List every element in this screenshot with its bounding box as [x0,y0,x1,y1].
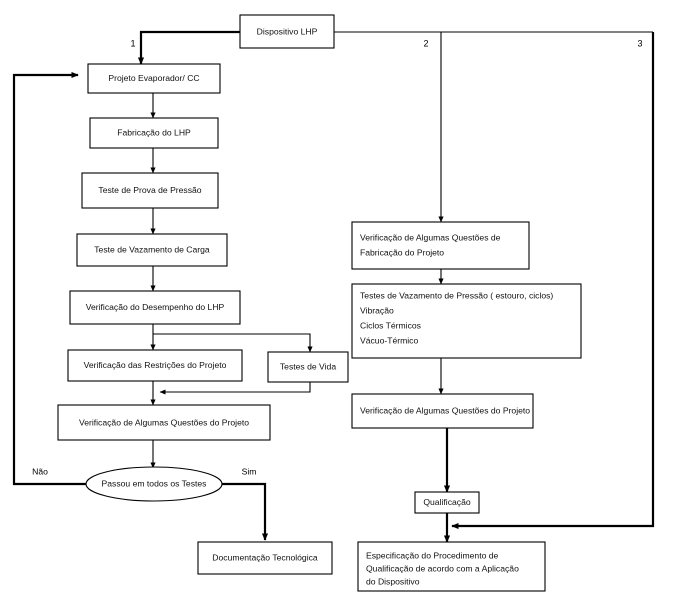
edge-label-sim: Sim [242,466,257,476]
node-decision-passou-testes-label: Passou em todos os Testes [102,478,207,488]
node-fabricacao-lhp[interactable] [89,117,219,149]
edge-desempenho-to-testes-vida [153,333,313,353]
node-documentacao-tecnologica-label: Documentação Tecnológica [212,552,318,562]
branch-number-1: 1 [130,38,135,48]
node-especificacao[interactable] [357,541,546,592]
node-testes-lista-line2: Vibração [360,305,394,315]
node-verificacao-questoes-left-label: Verificação de Algumas Questões do Proje… [79,417,249,427]
edge-branch3-down-left [451,32,655,530]
edge-label-nao: Não [32,466,48,476]
node-verificacao-restricoes-label: Verificação das Restrições do Projeto [84,360,227,370]
node-verificacao-questoes-left[interactable] [57,404,271,441]
edge-sim-to-documentacao [221,482,269,541]
node-projeto-evaporador[interactable] [87,63,221,94]
node-teste-prova-pressao[interactable] [81,172,219,209]
node-testes-lista-line4: Vácuo-Térmico [360,335,418,345]
branch-number-2: 2 [423,38,428,48]
node-teste-prova-pressao-label: Teste de Prova de Pressão [98,185,201,195]
node-testes-vida[interactable] [267,351,349,383]
node-dispositivo-lhp-label: Dispositivo LHP [257,26,318,36]
node-dispositivo-lhp[interactable] [239,14,335,49]
node-especificacao-line2: Qualificação de acordo com a Aplicação [366,563,519,573]
branch-number-3: 3 [637,38,642,48]
node-testes-lista-line3: Ciclos Térmicos [360,320,421,330]
edge-testes-vida-to-junction [159,382,311,395]
node-verificacao-restricoes[interactable] [67,349,243,382]
node-verificacao-desempenho-label: Verificação do Desempenho do LHP [86,302,225,312]
node-especificacao-line1: Especificação do Procedimento de [366,550,499,560]
node-teste-vazamento-carga[interactable] [76,233,228,267]
node-documentacao-tecnologica[interactable] [197,541,333,575]
node-teste-vazamento-carga-label: Teste de Vazamento de Carga [94,244,210,254]
node-verificacao-fabricacao-line2: Fabricação do Projeto [360,247,444,257]
node-verificacao-desempenho[interactable] [69,290,241,325]
node-decision-passou-testes[interactable] [85,466,223,502]
node-verificacao-fabricacao-line1: Verificação de Algumas Questões de [360,232,501,242]
node-verificacao-questoes-right[interactable] [351,393,534,429]
node-qualificacao[interactable] [414,491,480,514]
node-fabricacao-lhp-label: Fabricação do LHP [117,127,191,137]
node-verificacao-questoes-right-label: Verificação de Algumas Questões do Proje… [360,405,530,415]
node-projeto-evaporador-label: Projeto Evaporador/ CC [108,73,199,83]
edge-nao-feedback [12,71,86,486]
node-especificacao-line3: do Dispositivo [366,576,420,586]
node-testes-lista[interactable] [351,283,582,359]
edge-dispositivo-to-branch1 [137,30,240,65]
node-testes-vida-label: Testes de Vida [280,361,336,371]
node-verificacao-fabricacao[interactable] [351,221,530,270]
node-qualificacao-label: Qualificação [423,497,471,507]
node-testes-lista-line1: Testes de Vazamento de Pressão ( estouro… [360,290,553,300]
